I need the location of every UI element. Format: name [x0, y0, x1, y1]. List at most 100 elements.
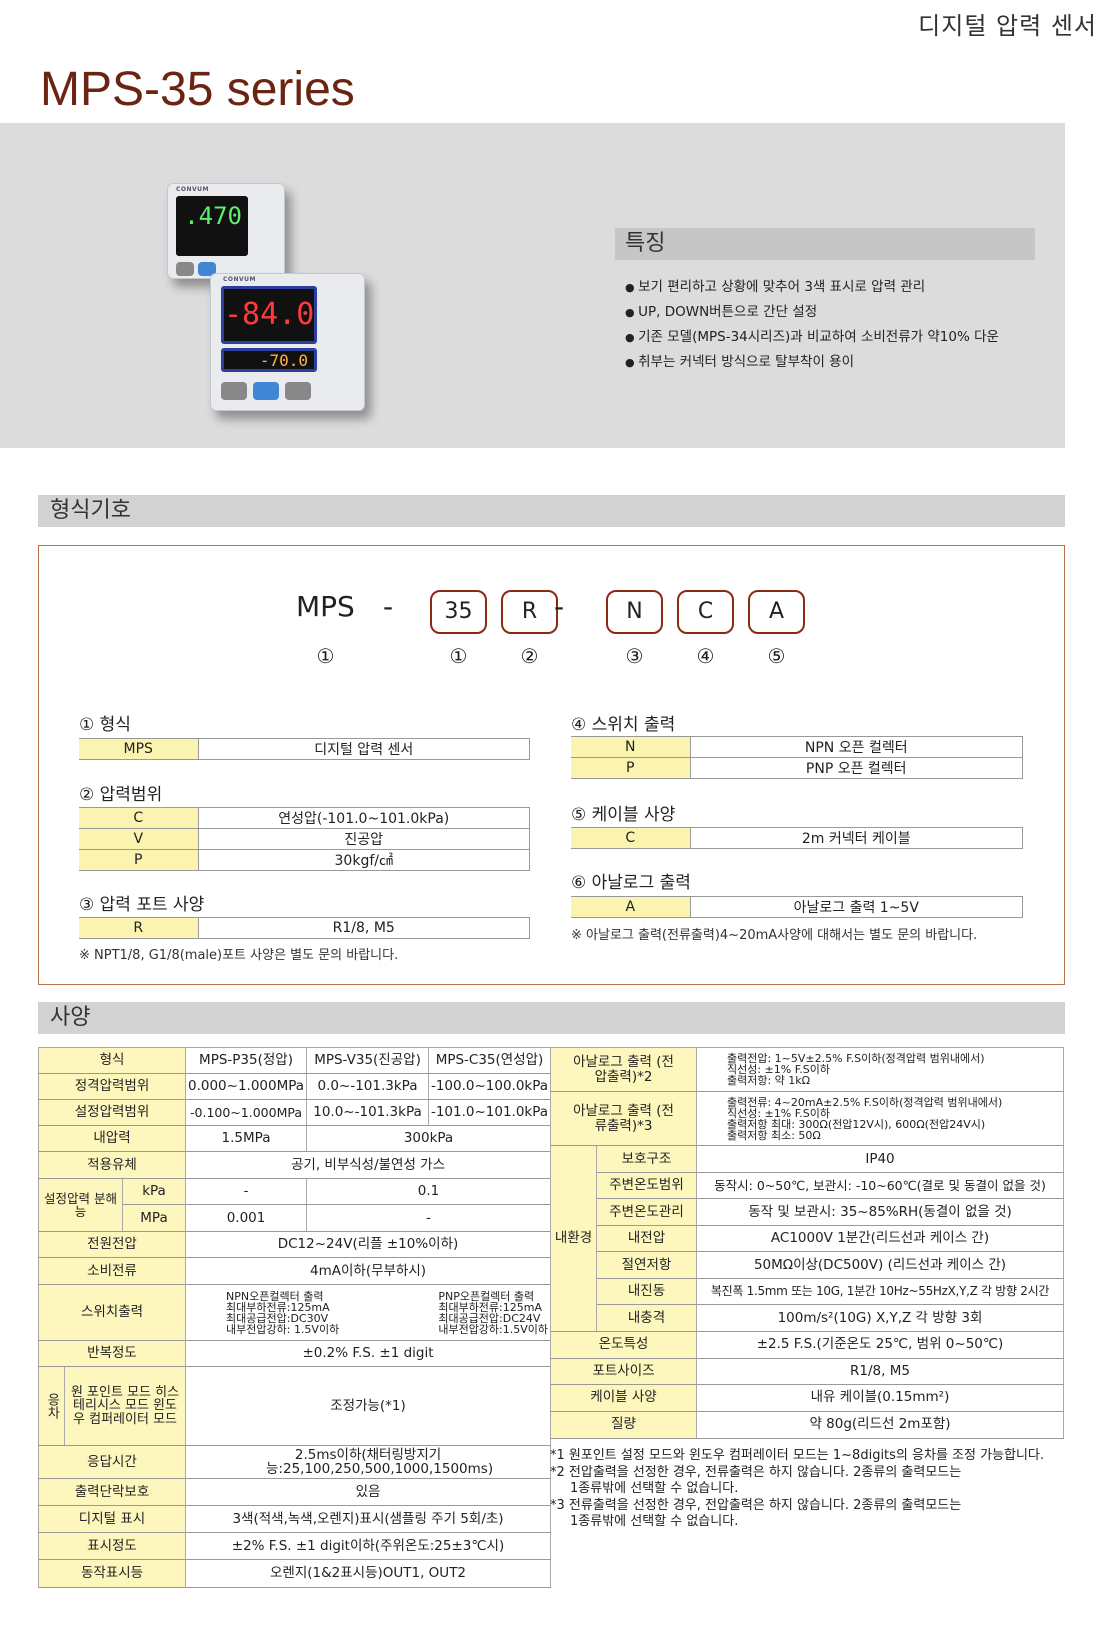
spec-label: 설정압력범위 — [37, 1099, 187, 1126]
brand-logo: CONVUM — [176, 186, 210, 193]
spec-value: 있음 — [185, 1478, 552, 1506]
group-title-port: ③ 압력 포트 사양 — [79, 895, 205, 915]
analog-voltage-value: 출력전압: 1~5V±2.5% F.S이하(정격압력 범위내에서)직선성: ±1… — [696, 1047, 1064, 1092]
code-value: NPN 오픈 컬렉터 — [690, 736, 1023, 758]
code-value: 진공압 — [198, 828, 530, 850]
spec-line: 직선성: ±1% F.S이하 — [727, 1063, 831, 1076]
spec-sublabel: 원 포인트 모드 히스테리시스 모드 윈도우 컴퍼레이터 모드 — [63, 1366, 187, 1446]
spec-label: 포트사이즈 — [550, 1357, 697, 1385]
spec-label: 케이블 사양 — [550, 1383, 697, 1412]
feature-item: 기존 모델(MPS-34시리즈)과 비교하여 소비전류가 약10% 다운 — [625, 325, 999, 350]
group-title-switch: ④ 스위치 출력 — [571, 715, 676, 735]
spec-value: -100.0~100.0kPa — [428, 1073, 552, 1100]
spec-footnotes: *1 원포인트 설정 모드와 윈도우 컴퍼레이터 모드는 1~8digits의 … — [550, 1448, 1044, 1531]
spec-heading: 사양 — [38, 1002, 1065, 1034]
code-dash: - — [383, 590, 394, 623]
footnote: *1 원포인트 설정 모드와 윈도우 컴퍼레이터 모드는 1~8digits의 … — [550, 1448, 1045, 1463]
display-main: -84.0 — [221, 286, 317, 344]
spec-label: 출력단락보호 — [37, 1478, 187, 1506]
spec-value: 1.5MPa — [185, 1125, 308, 1152]
feature-item: UP, DOWN버튼으로 간단 설정 — [625, 300, 999, 325]
spec-value: 0.0~-101.3kPa — [306, 1073, 430, 1100]
spec-value: IP40 — [696, 1145, 1064, 1173]
spec-value: MPS-P35(정압) — [185, 1047, 308, 1074]
set-button-icon — [198, 262, 216, 276]
device-back: CONVUM .470 — [167, 183, 285, 279]
spec-sublabel: 내진동 — [596, 1277, 697, 1305]
code-box-size: 35 — [430, 590, 487, 634]
spec-line: 출력저항 최소: 50Ω — [727, 1128, 821, 1142]
code-key: N — [571, 736, 691, 758]
analog-current-value: 출력전류: 4~20mA±2.5% F.S이하(정격압력 범위내에서)직선성: … — [696, 1091, 1064, 1146]
spec-value: 0.1 — [306, 1178, 552, 1205]
spec-row: 아날로그 출력 (전류출력)*3 출력전류: 4~20mA±2.5% F.S이하… — [550, 1091, 1064, 1146]
display-main: .470 — [176, 196, 248, 256]
spec-value: R1/8, M5 — [696, 1357, 1064, 1385]
spec-label: 질량 — [550, 1410, 697, 1439]
code-marker: ⑤ — [767, 644, 786, 668]
spec-value: ±2.5 F.S.(기준온도 25℃, 범위 0~50℃) — [696, 1330, 1064, 1359]
spec-line: 직선성: ±1% F.S이하 — [727, 1106, 831, 1120]
code-prefix: MPS — [296, 590, 355, 623]
code-value: PNP 오픈 컬렉터 — [690, 757, 1023, 779]
spec-value: 4mA이하(무부하시) — [185, 1257, 552, 1285]
spec-label: 내압력 — [37, 1125, 187, 1152]
group-title-analog: ⑥ 아날로그 출력 — [571, 873, 691, 893]
spec-sublabel: 절연저항 — [596, 1251, 697, 1279]
spec-label: 표시정도 — [37, 1532, 187, 1560]
up-button-icon — [176, 262, 194, 276]
spec-sublabel: 보호구조 — [596, 1145, 697, 1173]
spec-sublabel: 주변온도범위 — [596, 1171, 697, 1199]
spec-value: 복진폭 1.5mm 또는 10G, 1분간 10Hz~55HzX,Y,Z 각 방… — [696, 1277, 1064, 1305]
pnp-line: 최대공급전압:DC24V — [438, 1311, 541, 1325]
code-marker: ② — [520, 644, 539, 668]
spec-value: - — [306, 1204, 552, 1232]
spec-label: 동작표시등 — [37, 1559, 187, 1588]
spec-value: 3색(적색,녹색,오렌지)표시(샘플링 주기 5회/초) — [185, 1505, 552, 1533]
spec-sublabel: 내충격 — [596, 1304, 697, 1332]
up-button-icon — [221, 382, 247, 400]
code-box-cable: C — [677, 590, 734, 634]
spec-value: 50MΩ이상(DC500V) (리드선과 케이스 간) — [696, 1251, 1064, 1279]
footnote: 1종류밖에 선택할 수 없습니다. — [570, 1481, 739, 1496]
spec-table-right: 아날로그 출력 (전압출력)*2 출력전압: 1~5V±2.5% F.S이하(정… — [550, 1047, 1064, 1439]
down-button-icon — [285, 382, 311, 400]
spec-value: -0.100~1.000MPa — [185, 1099, 308, 1126]
spec-label: 소비전류 — [37, 1257, 187, 1285]
model-code-heading: 형식기호 — [38, 495, 1065, 527]
code-value: 2m 커넥터 케이블 — [690, 827, 1023, 849]
set-button-icon — [253, 382, 279, 400]
footnote: 1종류밖에 선택할 수 없습니다. — [570, 1514, 739, 1529]
spec-value: AC1000V 1분간(리드선과 케이스 간) — [696, 1224, 1064, 1252]
code-key: V — [79, 828, 199, 850]
spec-label: 정격압력범위 — [37, 1073, 187, 1100]
spec-value: 공기, 비부식성/불연성 가스 — [185, 1151, 552, 1179]
spec-value: 조정가능(*1) — [185, 1366, 552, 1446]
spec-row: 반복정도±0.2% F.S. ±1 digit — [37, 1340, 552, 1367]
spec-sublabel: 주변온도관리 — [596, 1198, 697, 1226]
spec-value: 2.5ms이하(채터링방지기능:25,100,250,500,1000,1500… — [185, 1445, 552, 1479]
spec-label: 전원전압 — [37, 1231, 187, 1258]
brand-logo: CONVUM — [223, 276, 257, 283]
